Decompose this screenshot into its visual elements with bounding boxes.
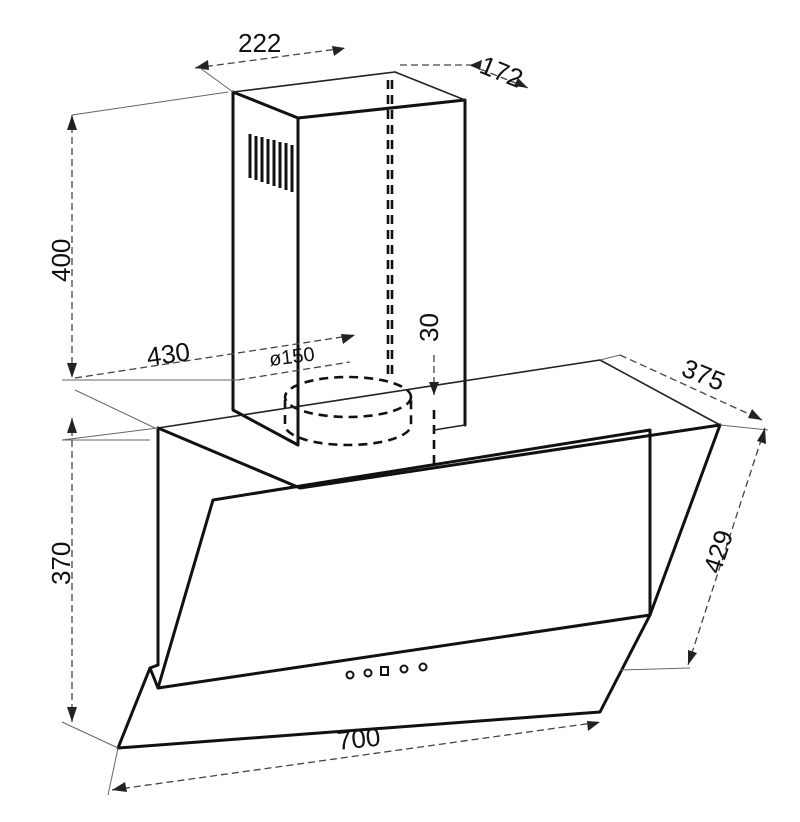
- control-button-4[interactable]: [399, 664, 409, 674]
- control-panel: [345, 662, 428, 680]
- control-button-3[interactable]: [380, 666, 389, 676]
- label-overall-width: 700: [335, 722, 381, 756]
- control-button-1[interactable]: [345, 670, 355, 680]
- control-button-5[interactable]: [418, 662, 428, 672]
- label-glass-height: 429: [697, 526, 739, 577]
- dim-chimney-width: [194, 46, 346, 93]
- duct-outlet: [237, 361, 413, 447]
- label-body-height: 370: [46, 542, 76, 585]
- dim-chimney-depth: [400, 60, 529, 89]
- dim-glass-height: [619, 427, 766, 671]
- dim-body-depth: [61, 334, 356, 441]
- vent-grille-icon: [248, 134, 294, 192]
- label-chimney-depth: 172: [476, 50, 527, 94]
- label-glass-depth: 375: [678, 353, 729, 397]
- label-chimney-height: 400: [46, 239, 76, 282]
- label-chimney-width: 222: [238, 28, 281, 58]
- dim-overall-width: [107, 721, 601, 796]
- dim-outlet-offset: [429, 355, 439, 395]
- hood-body: [116, 359, 722, 750]
- dim-glass-depth: [599, 354, 769, 431]
- control-button-2[interactable]: [363, 668, 373, 678]
- label-duct-diameter: ø150: [268, 344, 316, 371]
- label-outlet-offset: 30: [414, 313, 444, 342]
- dim-chimney-height: [67, 91, 229, 378]
- dim-body-height: [61, 418, 150, 749]
- chimney: [231, 71, 467, 447]
- label-body-depth: 430: [145, 336, 192, 372]
